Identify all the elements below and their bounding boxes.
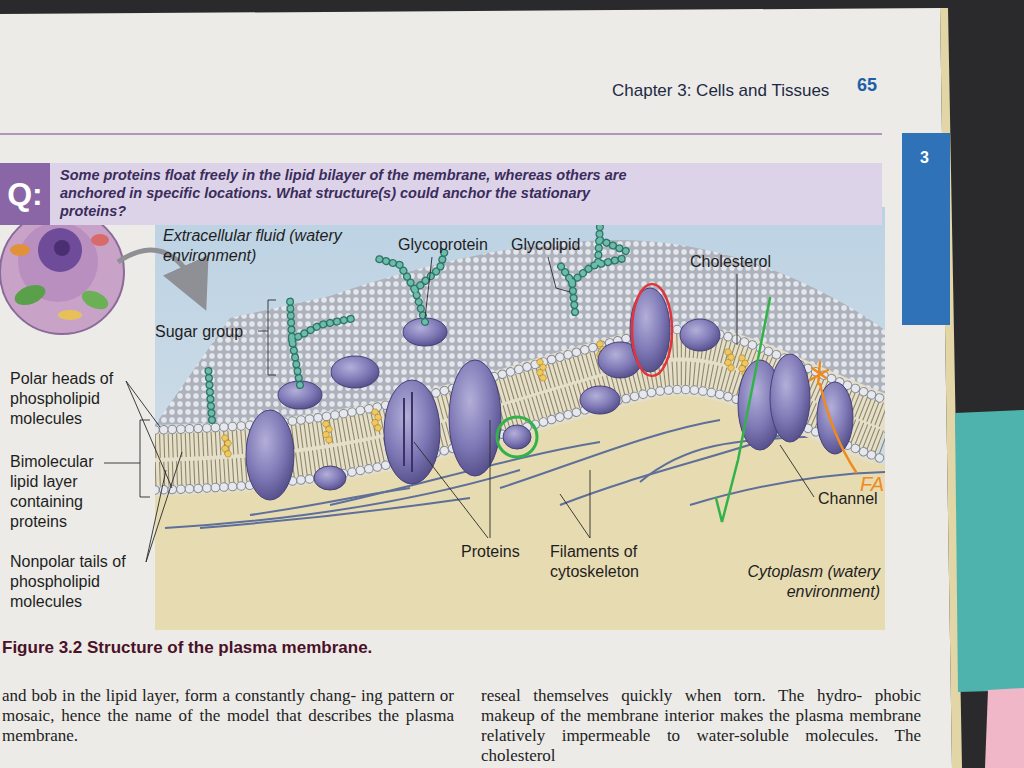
membrane-proteins	[680, 319, 720, 351]
cell-illustration	[0, 210, 124, 334]
part-label: Nonpolar tails of phospholipid molecules	[10, 552, 155, 612]
leader-lines	[414, 420, 490, 538]
membrane-proteins	[246, 288, 853, 500]
handwritten-marks	[497, 284, 856, 522]
question-tag: Q:	[0, 163, 50, 225]
cholesterol-molecules	[222, 435, 232, 457]
page-background	[985, 688, 1024, 768]
part-label: Sugar group	[155, 322, 243, 342]
leader-lines	[104, 257, 814, 562]
part-label: Filaments of cytoskeleton	[550, 542, 660, 582]
handwritten-marks	[497, 417, 537, 457]
sugar-chains	[208, 225, 628, 420]
page-number: 65	[857, 74, 877, 97]
leader-lines	[258, 300, 276, 375]
part-label: Bimolecular lipid layer containing prote…	[10, 452, 110, 532]
sugar-chains	[290, 300, 355, 385]
body-text: and bob in the lipid layer, form a const…	[2, 686, 454, 746]
sugar-chains	[208, 365, 212, 420]
figure-panel	[155, 207, 885, 630]
leader-lines	[560, 470, 590, 538]
leader-lines	[425, 257, 432, 318]
part-label: Cholesterol	[690, 252, 771, 272]
question-text: Some proteins float freely in the lipid …	[50, 163, 670, 225]
region-label: Cytoplasm (watery environment)	[712, 562, 880, 602]
sugar-chains	[598, 225, 628, 262]
running-head: Chapter 3: Cells and Tissues	[612, 80, 829, 101]
sugar-chains	[375, 250, 445, 322]
page-background	[0, 133, 882, 135]
handwritten-marks	[810, 362, 856, 472]
leader-lines	[104, 420, 150, 497]
membrane-proteins	[314, 466, 346, 490]
protein-pores	[404, 392, 412, 472]
cell-illustration	[79, 287, 111, 313]
part-label: Glycoprotein	[398, 235, 488, 255]
cholesterol-molecules	[537, 359, 547, 381]
leader-lines	[146, 452, 182, 562]
part-label: Glycolipid	[511, 235, 580, 255]
body-text: reseal themselves quickly when torn. The…	[481, 686, 921, 766]
page-background	[955, 410, 1024, 692]
membrane-proteins	[331, 356, 379, 388]
leader-lines	[780, 445, 814, 497]
region-label: Extracellular fluid (watery environment)	[163, 226, 343, 266]
membrane-proteins	[384, 380, 440, 484]
cell-illustration	[38, 228, 82, 272]
leader-lines	[737, 274, 738, 345]
membrane-proteins	[449, 360, 501, 476]
membrane-proteins	[503, 425, 531, 449]
cell-illustration	[91, 234, 109, 246]
protein-pores	[403, 398, 405, 466]
membrane-proteins	[770, 354, 810, 442]
page-background	[902, 133, 950, 325]
part-label: Polar heads of phospholipid molecules	[10, 369, 130, 429]
question-box: Q:Some proteins float freely in the lipi…	[0, 163, 882, 225]
cholesterol-molecules	[323, 421, 333, 443]
membrane-proteins	[246, 410, 294, 500]
sugar-chains	[208, 225, 628, 420]
cholesterol-molecules	[372, 409, 382, 431]
cytoskeleton-filaments	[200, 498, 470, 528]
cell-illustration	[12, 281, 48, 309]
handwritten-marks	[716, 298, 770, 522]
sugar-chains	[560, 258, 625, 312]
leader-lines	[548, 257, 570, 292]
cholesterol-molecules	[725, 349, 735, 371]
leader-lines	[126, 381, 172, 488]
cell-illustration	[10, 244, 30, 256]
sugar-chains	[560, 258, 625, 312]
sugar-chains	[208, 365, 212, 420]
sugar-chains	[208, 225, 628, 420]
part-label: Proteins	[461, 542, 520, 562]
sugar-chains	[598, 225, 628, 262]
sugar-chains	[290, 300, 355, 385]
page-background	[0, 8, 952, 768]
cell-illustration	[58, 310, 82, 320]
handwritten-marks	[632, 284, 672, 376]
chapter-tab-number: 3	[920, 148, 929, 168]
part-label: Channel	[818, 489, 878, 509]
figure-caption: Figure 3.2 Structure of the plasma membr…	[2, 637, 372, 658]
sugar-chains	[375, 250, 445, 322]
membrane-proteins	[580, 386, 620, 414]
figure-panel	[155, 207, 885, 630]
cell-illustration	[54, 240, 70, 256]
protein-pores	[411, 392, 413, 472]
